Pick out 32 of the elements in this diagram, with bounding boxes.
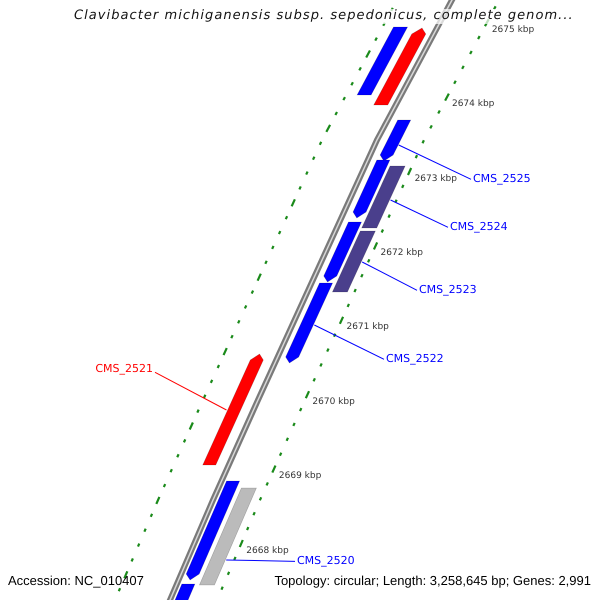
gene-label: CMS_2524 <box>450 221 508 234</box>
leader-line <box>226 560 296 562</box>
gene-bar <box>186 480 240 580</box>
gene-bar <box>202 354 264 466</box>
scale-label: 2669 kbp <box>278 471 322 482</box>
leader-line <box>362 262 418 291</box>
gene-label: CMS_2523 <box>419 284 477 297</box>
scale-label: 2671 kbp <box>346 322 389 333</box>
gene-label: CMS_2520 <box>297 555 355 568</box>
leader-line <box>390 200 448 228</box>
scale-label: 2675 kbp <box>492 24 534 36</box>
gene-label: CMS_2521 <box>95 363 153 376</box>
gene-bar <box>352 160 390 218</box>
leader-line <box>314 324 384 360</box>
gene-bar <box>373 28 426 106</box>
gene-bar <box>332 230 376 292</box>
scale-label: 2668 kbp <box>246 546 289 556</box>
gene-bar <box>380 120 412 162</box>
scale-label: 2674 kbp <box>452 99 494 110</box>
gene-bar <box>323 222 362 282</box>
accession-text: Accession: NC_010407 <box>8 574 144 589</box>
summary-text: Topology: circular; Length: 3,258,645 bp; Genes: 2,991 <box>274 574 591 589</box>
scale-label: 2672 kbp <box>380 248 423 258</box>
leader-line <box>398 144 472 180</box>
gene-label: CMS_2522 <box>386 353 444 366</box>
scale-label: 2673 kbp <box>414 174 457 184</box>
gene-bar <box>356 26 408 96</box>
gene-bar <box>285 282 334 364</box>
scale-label: 2670 kbp <box>312 396 355 408</box>
leader-line <box>154 372 227 410</box>
gene-bar <box>361 166 406 228</box>
gene-label: CMS_2525 <box>473 173 531 186</box>
